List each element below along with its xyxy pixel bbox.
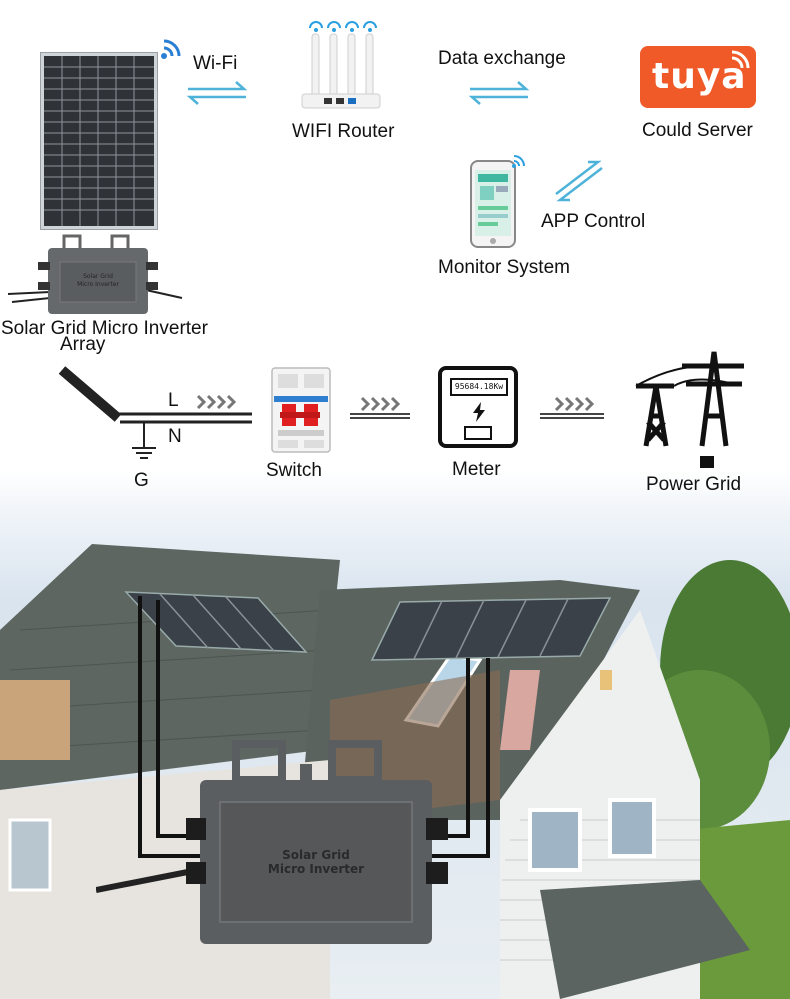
neutral-N-label: N [168, 426, 182, 447]
inverter-brand-label: Solar Grid Micro Inverter [250, 848, 382, 876]
line-L-label: L [168, 390, 179, 411]
wifi-router-image [300, 18, 382, 110]
smartphone-image [470, 160, 516, 248]
meter-base [464, 426, 492, 440]
meter-label: Meter [452, 459, 501, 480]
tuya-logo-text: tuya [652, 56, 747, 97]
inverter-label-line2: Micro Inverter [267, 862, 365, 876]
wifi-signal-icon [160, 34, 186, 60]
lightning-icon [472, 402, 486, 422]
inverter-array-label: Solar Grid Micro Inverter [1, 318, 208, 339]
router-label: WIFI Router [292, 121, 395, 142]
micro-inverter-large-image: Solar Grid Micro Inverter [96, 740, 456, 946]
double-arrow-icon [184, 80, 250, 106]
micro-inverter-small-image: Solar Grid Micro Inverter [8, 232, 188, 316]
wiring-diagram [56, 366, 256, 466]
data-exchange-label: Data exchange [438, 48, 566, 69]
app-control-label: APP Control [541, 211, 646, 232]
monitor-system-label: Monitor System [438, 257, 570, 278]
flow-arrow-icon [540, 396, 606, 422]
flow-arrow-icon [350, 396, 412, 422]
ground-G-label: G [134, 470, 149, 491]
electric-meter-image: 95684.18Kw [438, 366, 518, 448]
meter-reading: 95684.18Kw [454, 382, 504, 391]
meter-display: 95684.18Kw [450, 378, 508, 396]
svg-text:Micro Inverter: Micro Inverter [77, 281, 119, 288]
power-grid-label: Power Grid [646, 474, 742, 495]
flow-chevrons-icon [196, 394, 238, 410]
array-label: Array [60, 334, 106, 355]
switch-label: Switch [266, 460, 322, 481]
wifi-signal-icon [512, 152, 528, 168]
double-arrow-icon [466, 80, 532, 106]
tuya-logo: tuya [640, 46, 756, 108]
diagonal-double-arrow-icon [548, 154, 610, 206]
power-grid-tower-icon [634, 344, 746, 470]
svg-text:Solar Grid: Solar Grid [83, 273, 113, 280]
cloud-server-label: Could Server [642, 120, 753, 141]
solar-panel-image [40, 52, 158, 230]
circuit-breaker-switch-image [270, 366, 332, 454]
inverter-label-line1: Solar Grid [282, 848, 350, 862]
wifi-label: Wi-Fi [193, 53, 238, 74]
